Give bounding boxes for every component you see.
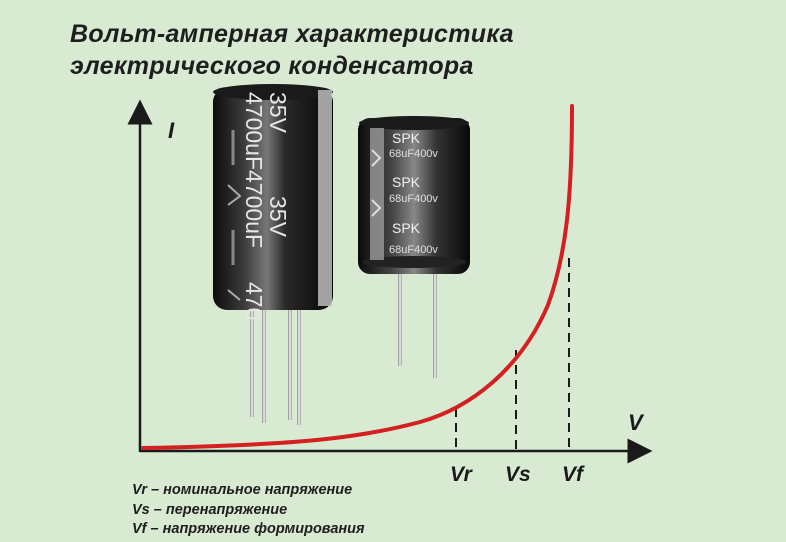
title-line-1: Вольт-амперная характеристика <box>70 20 514 48</box>
small-cap-rating-3: 68uF400v <box>389 244 438 256</box>
large-capacitor: 35V 4700uF 35V 4700uF 470 <box>213 84 333 320</box>
legend-vs: Vs – перенапряжение <box>132 502 288 518</box>
small-cap-brand-2: SPK <box>392 174 421 190</box>
legend-vr: Vr – номинальное напряжение <box>132 482 353 498</box>
x-axis-label: V <box>628 410 645 435</box>
vs-label: Vs <box>505 463 531 486</box>
y-axis-label: I <box>168 118 175 143</box>
small-cap-brand-3: SPK <box>392 220 421 236</box>
vr-label: Vr <box>450 463 474 486</box>
large-cap-mark-1: 35V <box>265 92 291 134</box>
large-cap-mark-2: 4700uF <box>241 92 267 170</box>
small-capacitor: SPK 68uF400v SPK 68uF400v SPK 68uF400v <box>358 116 470 274</box>
large-capacitor-leads <box>250 305 301 425</box>
vf-label: Vf <box>562 463 585 486</box>
title-line-2: электрического конденсатора <box>70 52 474 80</box>
small-capacitor-leads <box>398 270 437 378</box>
large-cap-mark-4: 4700uF <box>241 170 267 248</box>
small-cap-brand-1: SPK <box>392 130 421 146</box>
iv-curve <box>141 104 574 450</box>
large-cap-mark-5: 470 <box>241 282 267 320</box>
legend-vf: Vf – напряжение формирования <box>132 521 365 537</box>
large-cap-mark-3: 35V <box>265 196 291 238</box>
small-cap-rating-1: 68uF400v <box>389 148 438 160</box>
small-cap-rating-2: 68uF400v <box>389 193 438 205</box>
